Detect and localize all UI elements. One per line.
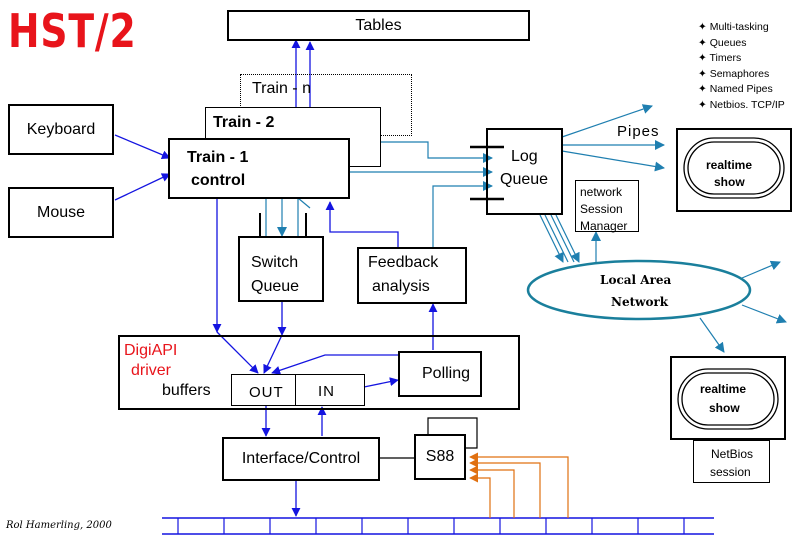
netbios-label-1: NetBios (711, 447, 754, 461)
pipes-label: Pipes (617, 123, 660, 140)
polling-label: Polling (422, 365, 471, 382)
keyboard-train-link (114, 134, 171, 160)
feedback-log-link (432, 181, 493, 248)
in-label: IN (318, 383, 335, 400)
s88-box: S88 (414, 434, 466, 480)
train-n-label: Train - n (252, 80, 311, 97)
queue-label: Queue (500, 171, 549, 188)
track-bus-ticks (177, 518, 685, 534)
switch-queue-label: Queue (251, 278, 300, 295)
realtime-show-2-label-2: show (709, 401, 740, 415)
lan-label-1: Local Area (600, 273, 672, 287)
train-n-log-link (380, 141, 493, 163)
train-1-label: Train - 1 (187, 149, 249, 166)
keyboard-box: Keyboard (8, 104, 114, 155)
interface-control-label: Interface/Control (241, 450, 361, 467)
train-2-label: Train - 2 (213, 114, 275, 131)
feature-item: ✦ Queues (698, 36, 747, 49)
pipe-line-3 (561, 150, 665, 172)
netbios-label-2: session (710, 465, 751, 479)
netbios-session-box (693, 440, 770, 483)
realtime-show-1-label-2: show (714, 175, 745, 189)
tables-label: Tables (355, 16, 402, 34)
mouse-train-link (114, 173, 171, 201)
s88-label: S88 (425, 448, 455, 465)
realtime-show-2-box (670, 356, 786, 440)
pipe-line-1 (561, 104, 653, 138)
interface-control-box: Interface/Control (222, 437, 380, 481)
keyboard-label: Keyboard (26, 120, 96, 138)
in-buffer (295, 374, 365, 406)
feature-item: ✦ Semaphores (698, 67, 770, 80)
network-session-manager-box (575, 180, 639, 232)
feature-item: ✦ Multi-tasking (698, 21, 769, 33)
polling-box (398, 351, 482, 397)
sensor-lines (469, 452, 569, 518)
digiapi-label: DigiAPI (124, 342, 178, 359)
realtime-show-1-label: realtime (706, 158, 753, 172)
feedback-label: Feedback (368, 254, 439, 271)
switch-label: Switch (251, 254, 299, 271)
train-1-control-label: control (191, 172, 246, 189)
author-signature: Rol Hamerling, 2000 (6, 520, 112, 531)
switch-queue-box (238, 236, 324, 302)
train-1-control-box (168, 138, 350, 199)
digiapi-driver-box (118, 335, 520, 410)
mouse-box: Mouse (8, 187, 114, 238)
feature-item: ✦ Timers (698, 52, 742, 64)
feature-item: ✦ Named Pipes (698, 83, 773, 95)
realtime-show-1-box (676, 128, 792, 212)
buffers-label: buffers (162, 382, 211, 399)
lan-label-2: Network (611, 295, 669, 309)
lan-ellipse (526, 259, 752, 321)
feature-item: ✦ Netbios. TCP/IP (698, 98, 785, 111)
feedback-analysis-box (357, 247, 467, 304)
driver-label: driver (131, 362, 172, 379)
log-queue-box (486, 128, 563, 215)
tables-box: Tables (227, 10, 530, 41)
log-label: Log (511, 148, 538, 165)
out-label: OUT (249, 384, 284, 401)
nsm-label-1: network (580, 185, 623, 199)
nsm-label-2: Session (580, 202, 623, 216)
feature-list: ✦ Multi-tasking ✦ Queues ✦ Timers ✦ Sema… (698, 20, 785, 113)
realtime-show-2-label: realtime (700, 382, 747, 396)
hst2-logo: HST/2 (8, 4, 137, 58)
analysis-label: analysis (372, 278, 430, 295)
nsm-label-3: Manager (580, 219, 628, 233)
mouse-label: Mouse (36, 203, 86, 221)
